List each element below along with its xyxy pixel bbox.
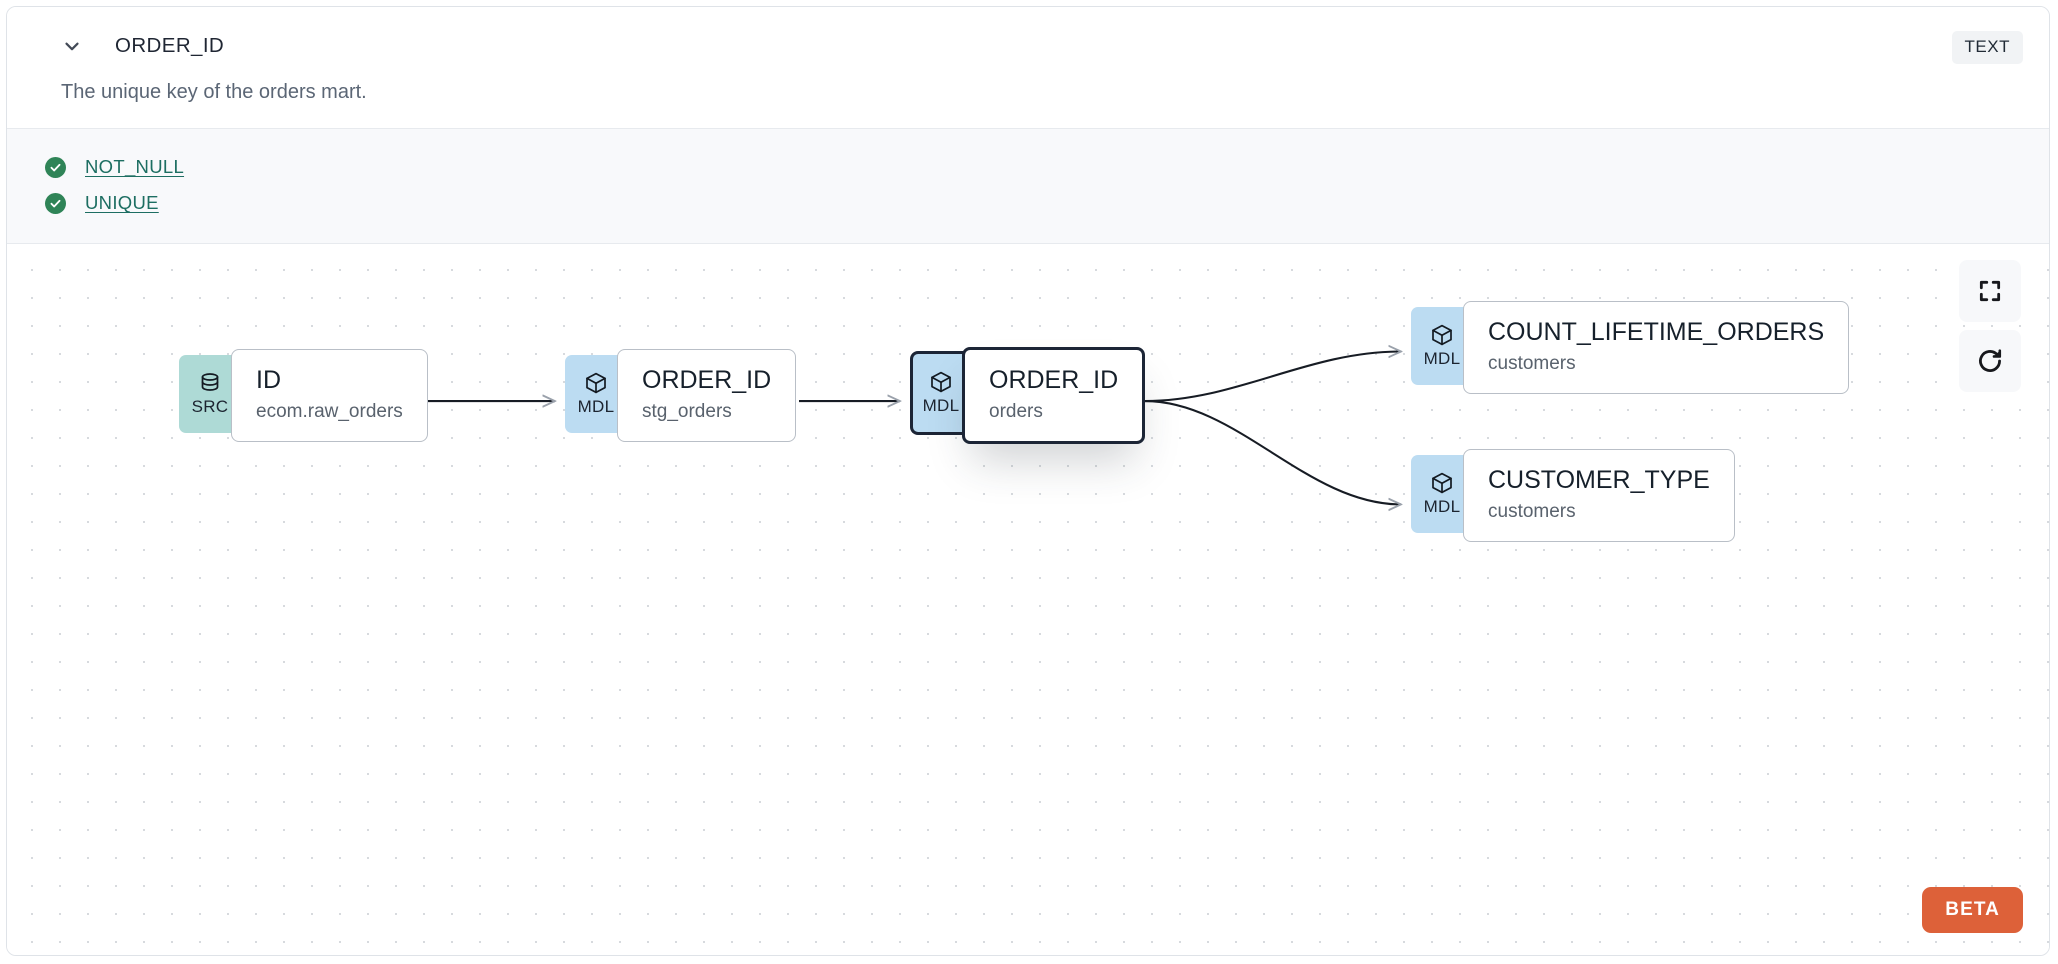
node-badge-label: MDL [1423, 497, 1461, 516]
node-name: COUNT_LIFETIME_ORDERS [1488, 318, 1825, 346]
chevron-down-icon[interactable] [59, 33, 85, 59]
node-body: ORDER_ID orders [962, 347, 1146, 444]
page-title: ORDER_ID [115, 34, 225, 57]
column-detail-card: ORDER_ID TEXT The unique key of the orde… [6, 6, 2050, 956]
node-badge-mdl: MDL [565, 355, 627, 433]
type-badge: TEXT [1951, 31, 2023, 64]
check-circle-icon [45, 192, 66, 214]
fullscreen-icon [1977, 278, 2003, 304]
edge-orders-to-customer-type [1144, 400, 1401, 504]
node-sub: stg_orders [642, 400, 732, 422]
node-body: ID ecom.raw_orders [231, 349, 428, 442]
node-sub: orders [989, 400, 1043, 422]
node-name: ID [256, 366, 281, 394]
test-link-unique[interactable]: UNIQUE [85, 192, 159, 213]
edge-orders-to-count [1144, 351, 1401, 403]
node-body: CUSTOMER_TYPE customers [1463, 449, 1735, 542]
node-sub: customers [1488, 352, 1576, 374]
lineage-node-count-lifetime-orders[interactable]: MDL COUNT_LIFETIME_ORDERS customers [1411, 301, 1850, 394]
column-description: The unique key of the orders mart. [61, 81, 367, 103]
refresh-icon [1976, 347, 2004, 375]
node-badge-label: MDL [922, 396, 960, 415]
node-badge-label: MDL [1423, 349, 1461, 368]
test-link-not-null[interactable]: NOT_NULL [85, 156, 185, 177]
fit-view-button[interactable] [1959, 260, 2021, 322]
canvas-controls [1959, 260, 2021, 400]
node-body: COUNT_LIFETIME_ORDERS customers [1463, 301, 1850, 394]
card-header: ORDER_ID TEXT The unique key of the orde… [7, 7, 2049, 128]
lineage-node-orders-order-id[interactable]: MDL ORDER_ID orders [910, 347, 1146, 444]
tests-section: NOT_NULL UNIQUE [7, 128, 2049, 244]
node-badge-label: SRC [191, 397, 229, 416]
node-badge-label: MDL [577, 397, 615, 416]
lineage-canvas[interactable]: SRC ID ecom.raw_orders MDL ORDER_ID stg_… [7, 244, 2049, 955]
node-badge-mdl: MDL [1411, 455, 1473, 533]
lineage-node-src-id[interactable]: SRC ID ecom.raw_orders [179, 349, 428, 442]
lineage-node-stg-order-id[interactable]: MDL ORDER_ID stg_orders [565, 349, 797, 442]
check-circle-icon [45, 156, 66, 178]
node-badge-src: SRC [179, 355, 241, 433]
beta-badge[interactable]: BETA [1922, 887, 2023, 933]
node-name: ORDER_ID [642, 366, 772, 394]
node-sub: ecom.raw_orders [256, 400, 403, 422]
node-name: ORDER_ID [989, 366, 1119, 394]
test-row: NOT_NULL [7, 149, 2049, 185]
node-name: CUSTOMER_TYPE [1488, 466, 1710, 494]
test-row: UNIQUE [7, 185, 2049, 221]
lineage-node-customer-type[interactable]: MDL CUSTOMER_TYPE customers [1411, 449, 1735, 542]
node-sub: customers [1488, 500, 1576, 522]
reset-button[interactable] [1959, 330, 2021, 392]
title-row: ORDER_ID [33, 29, 2023, 63]
node-body: ORDER_ID stg_orders [617, 349, 797, 442]
node-badge-mdl: MDL [1411, 307, 1473, 385]
node-badge-mdl: MDL [910, 351, 972, 435]
